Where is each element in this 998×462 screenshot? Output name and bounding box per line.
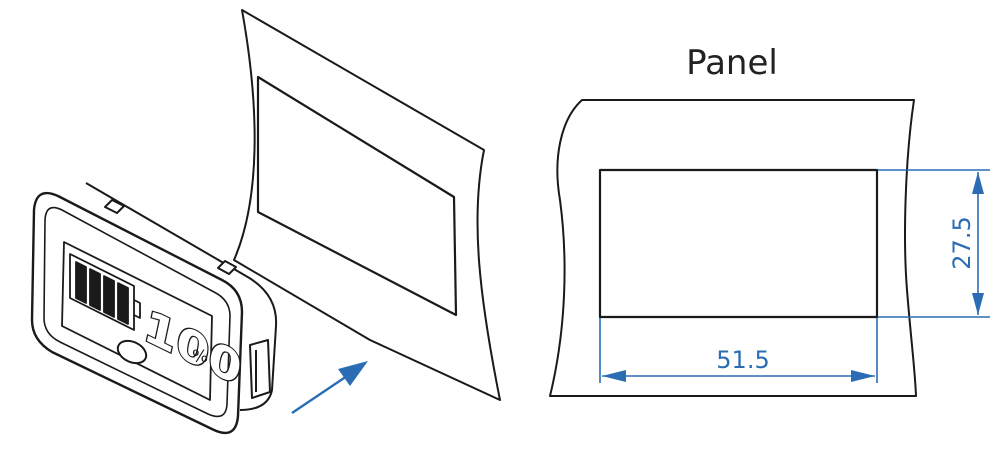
- panel-front: [549, 99, 917, 397]
- width-dimension-label: 51.5: [716, 346, 769, 374]
- panel-title: Panel: [686, 43, 778, 83]
- meter-bezel-inner: [43, 206, 231, 418]
- height-dimension: [878, 169, 990, 318]
- meter-side-terminal: [249, 339, 271, 399]
- panel-cutout: [598, 168, 879, 319]
- height-arrow-top: [972, 172, 984, 194]
- panel-cutout-perspective: [256, 75, 458, 317]
- meter-button: [116, 339, 148, 365]
- battery-meter: [30, 182, 278, 435]
- width-arrow-right: [851, 370, 875, 382]
- meter-readout-unit: %: [192, 347, 208, 367]
- height-dimension-label: 27.5: [948, 216, 976, 269]
- install-direction-arrow: [291, 361, 368, 414]
- meter-lcd-window: [61, 241, 213, 401]
- height-arrow-bottom: [972, 293, 984, 315]
- meter-clip-right: [217, 260, 237, 275]
- meter-clip-left: [104, 199, 125, 214]
- width-dimension: [599, 318, 878, 383]
- panel-perspective: [233, 9, 501, 401]
- width-arrow-left: [602, 370, 626, 382]
- battery-bars-icon: [69, 253, 141, 331]
